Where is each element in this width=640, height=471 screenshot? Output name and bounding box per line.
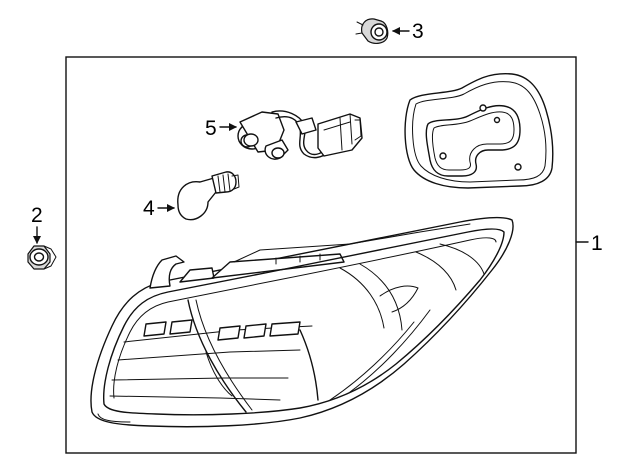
nut-part xyxy=(27,245,57,270)
callout-4: 4 xyxy=(143,197,155,220)
tail-lamp-assembly xyxy=(90,216,514,428)
assembly-frame xyxy=(65,56,577,454)
bulb-part xyxy=(177,171,240,221)
callout-5: 5 xyxy=(205,117,217,140)
callout-3: 3 xyxy=(412,20,424,43)
callout-1: 1 xyxy=(591,232,603,255)
socket-wire-part xyxy=(237,110,363,160)
gasket-part xyxy=(404,72,554,189)
clip-part xyxy=(355,18,389,44)
callout-2: 2 xyxy=(31,204,43,227)
